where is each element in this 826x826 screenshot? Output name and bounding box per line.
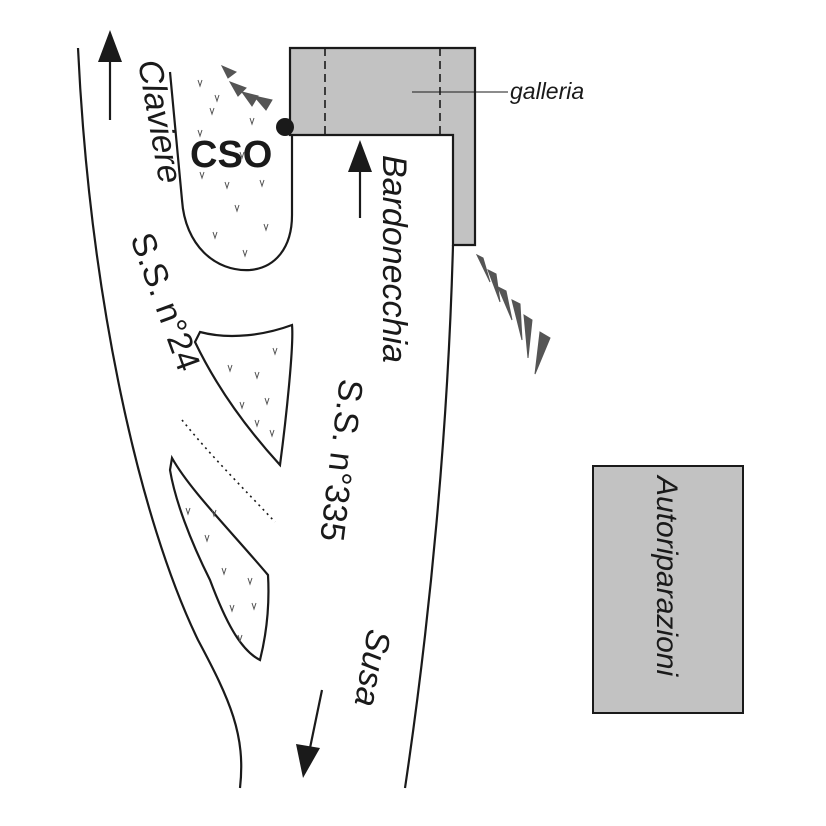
tunnel-structure	[288, 46, 477, 247]
direction-arrow-icon	[296, 689, 324, 778]
cso-point-icon	[276, 118, 294, 136]
road-edge-left	[76, 47, 243, 789]
claviere-label: Claviere	[130, 57, 189, 186]
galleria-label: galleria	[510, 78, 584, 104]
autoriparazioni-label: Autoriparazioni	[650, 474, 683, 677]
ss335-label: S.S. n°335	[312, 377, 370, 543]
road-edge-right	[403, 244, 455, 789]
direction-arrow-icon	[348, 140, 372, 218]
susa-label: Susa	[347, 627, 398, 710]
dotted-lane-line	[181, 419, 276, 523]
autoriparazioni-building	[592, 465, 744, 714]
grass-tick-icon	[185, 79, 278, 643]
island-middle	[193, 323, 294, 468]
cso-label: CSO	[190, 134, 272, 176]
slope-hachure-icon	[475, 253, 551, 375]
slope-hachure-icon	[220, 65, 273, 111]
island-top	[168, 71, 294, 272]
island-lower	[168, 454, 270, 662]
bardonecchia-label: Bardonecchia	[375, 155, 413, 363]
direction-arrow-icon	[98, 30, 122, 120]
ss24-label: S.S. n°24	[122, 228, 207, 376]
